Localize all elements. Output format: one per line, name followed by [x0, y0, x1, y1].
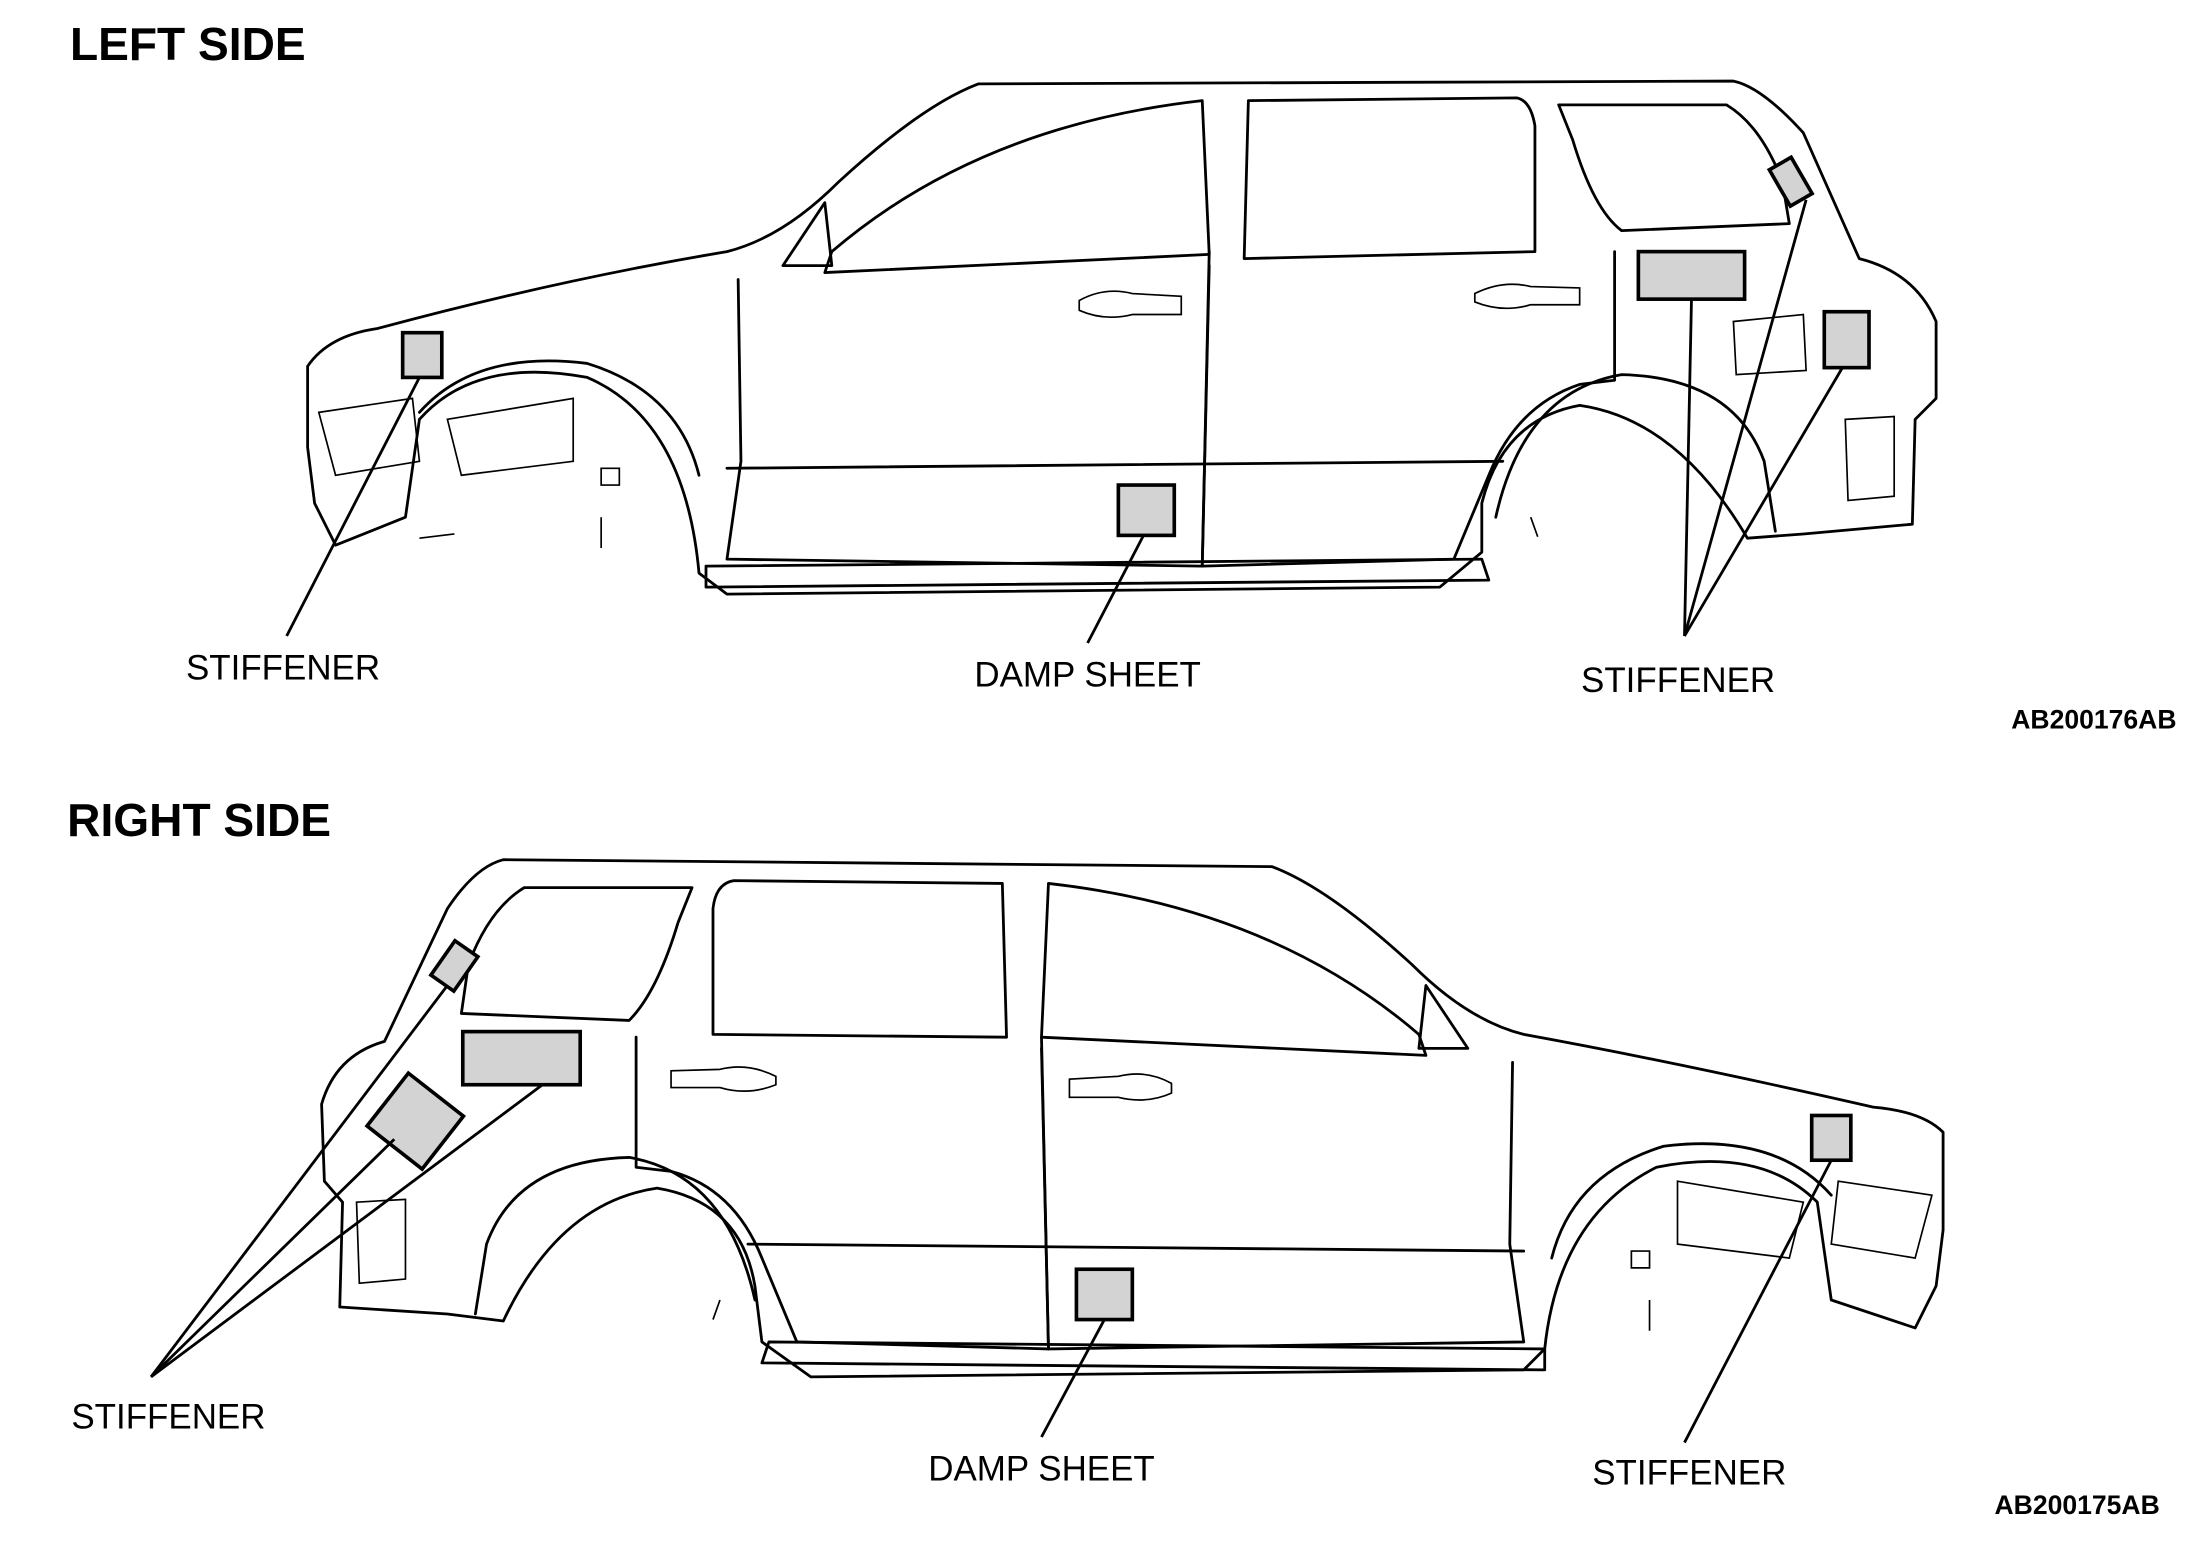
- left-side-leaders: [285, 199, 1844, 644]
- right-front-stiffener-label: STIFFENER: [1592, 1454, 1786, 1493]
- right-damp-sheet-label: DAMP SHEET: [928, 1449, 1155, 1488]
- left-figure-code: AB200176AB: [2011, 704, 2176, 734]
- right-side-title: RIGHT SIDE: [67, 794, 331, 846]
- right-front-fender-stiffener: [1809, 1113, 1853, 1163]
- right-side-highlights: [364, 938, 1853, 1322]
- left-rear-panel-stiffener: [1822, 309, 1871, 370]
- left-damp-sheet-label: DAMP SHEET: [974, 655, 1200, 694]
- left-front-fender-stiffener: [400, 330, 444, 380]
- left-front-stiffener-label: STIFFENER: [186, 648, 380, 687]
- left-quarter-stiffener: [1636, 249, 1747, 301]
- right-quarter-stiffener: [460, 1029, 583, 1087]
- right-rear-panel-stiffener: [364, 1070, 466, 1172]
- right-pillar-stiffener: [428, 938, 481, 994]
- right-side-panel: RIGHT SIDE: [67, 794, 2160, 1520]
- right-rear-stiffener-label: STIFFENER: [71, 1398, 265, 1437]
- left-side-title: LEFT SIDE: [70, 18, 306, 70]
- left-side-highlights: [400, 154, 1871, 538]
- left-pillar-stiffener: [1766, 154, 1815, 209]
- left-side-panel: LEFT SIDE: [70, 18, 2177, 734]
- right-side-leaders: [149, 984, 1833, 1444]
- right-figure-code: AB200175AB: [1994, 1490, 2159, 1520]
- left-damp-sheet: [1116, 483, 1177, 538]
- right-damp-sheet: [1074, 1267, 1135, 1322]
- right-side-car-outline: [320, 858, 1945, 1379]
- left-rear-stiffener-label: STIFFENER: [1581, 661, 1775, 700]
- left-side-car-outline: [306, 79, 1938, 596]
